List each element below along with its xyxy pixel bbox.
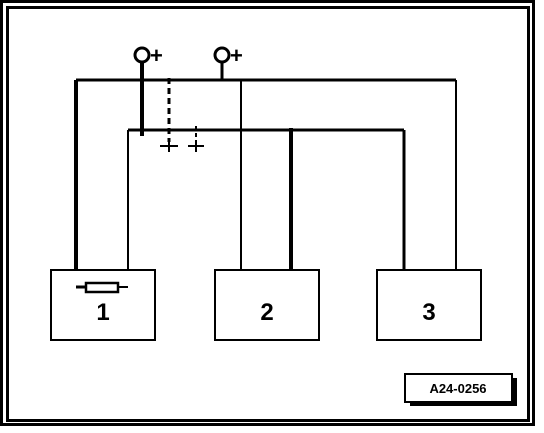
terminal-1-ring — [133, 46, 151, 64]
terminal-2-ring — [213, 46, 231, 64]
inner-frame — [6, 6, 530, 422]
ground-symbol-1 — [160, 142, 178, 152]
component-label-1: 1 — [96, 299, 109, 326]
component-box-1 — [50, 269, 156, 341]
component-label-3: 3 — [422, 299, 435, 326]
reference-tag — [404, 373, 513, 403]
fuse-symbol — [84, 281, 120, 294]
component-box-3 — [376, 269, 482, 341]
terminal-2-symbol: + — [230, 43, 243, 68]
component-box-2 — [214, 269, 320, 341]
component-label-2: 2 — [260, 299, 273, 326]
outer-frame — [0, 0, 535, 426]
reference-id: A24-0256 — [429, 381, 486, 396]
terminal-1-symbol: + — [150, 43, 163, 68]
ground-symbol-2 — [188, 142, 204, 152]
